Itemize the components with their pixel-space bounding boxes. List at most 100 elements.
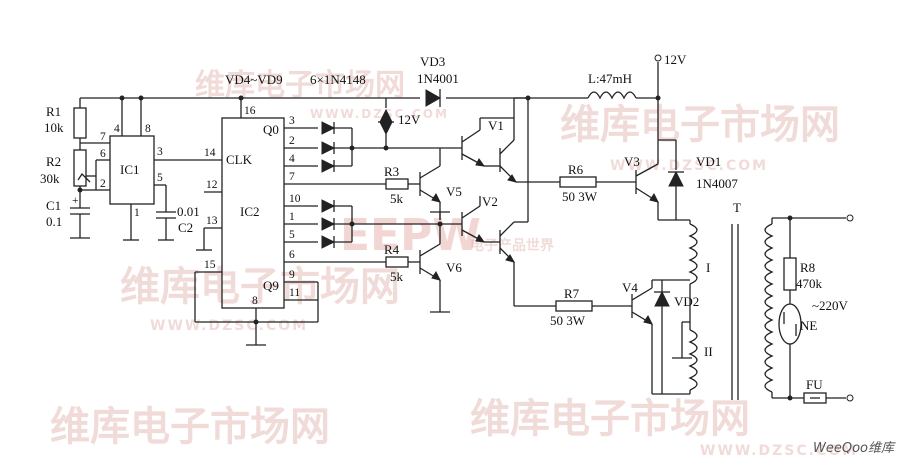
pin-label: 10 bbox=[289, 193, 301, 205]
c2-value: 0.01 bbox=[177, 204, 200, 219]
resistor-r1 bbox=[73, 107, 87, 139]
zener-diode: 12V bbox=[378, 98, 421, 142]
transistor-v1: V1 bbox=[440, 97, 560, 183]
vd3-label: VD3 bbox=[420, 54, 445, 69]
winding-1-label: I bbox=[706, 260, 710, 275]
diode-group-lower bbox=[321, 199, 462, 249]
r6-label: R6 bbox=[568, 162, 584, 177]
pin-label: 4 bbox=[289, 153, 295, 165]
pin-label: 12 bbox=[206, 179, 218, 191]
eepw-logo-subtitle: 电子产品世界 bbox=[470, 237, 555, 254]
r8-value: 470k bbox=[796, 276, 823, 291]
supply-label: 12V bbox=[664, 52, 687, 67]
vd2-label: VD2 bbox=[674, 294, 699, 309]
winding-2-label: II bbox=[704, 344, 713, 359]
watermark-brand: 维库电子市场网 bbox=[470, 396, 750, 442]
supply-rail: 12V bbox=[80, 52, 687, 101]
vd1-part: 1N4007 bbox=[696, 176, 738, 191]
transistor-v2: V2 bbox=[461, 98, 556, 307]
pin-label: 1 bbox=[289, 211, 295, 223]
transistor-v5: V5 bbox=[419, 148, 462, 220]
transformer-t: T I II bbox=[672, 200, 774, 400]
pin-label: 8 bbox=[252, 295, 258, 307]
diode-vd3: VD3 1N4001 bbox=[417, 54, 459, 107]
pin-label: 2 bbox=[100, 178, 106, 190]
v6-label: V6 bbox=[446, 260, 462, 275]
transistor-v4: V4 bbox=[622, 279, 690, 394]
pin-label: 8 bbox=[145, 123, 151, 135]
pin-label: 13 bbox=[206, 215, 218, 227]
diode-group-upper bbox=[321, 121, 440, 173]
diode-vd2: VD2 bbox=[652, 280, 699, 395]
r2-label: R2 bbox=[46, 154, 61, 169]
ic2-label: IC2 bbox=[240, 204, 260, 219]
pin-label: 1 bbox=[134, 207, 140, 219]
zener-label: 12V bbox=[398, 112, 421, 127]
clk-label: CLK bbox=[226, 152, 253, 167]
pin-label: 6 bbox=[100, 148, 106, 160]
pin-label: 16 bbox=[244, 105, 256, 117]
r4-value: 5k bbox=[390, 269, 404, 284]
resistor-r3: R3 5k bbox=[384, 164, 420, 206]
r4-label: R4 bbox=[384, 242, 400, 257]
pin-label: 5 bbox=[289, 229, 295, 241]
pin-label: 4 bbox=[114, 123, 120, 135]
pin-label: 15 bbox=[204, 259, 216, 271]
pin-label: 5 bbox=[157, 172, 163, 184]
v1-label: V1 bbox=[488, 118, 504, 133]
pin-label: 14 bbox=[204, 147, 216, 159]
r6-value: 50 3W bbox=[562, 189, 598, 204]
resistor-r7: R7 50 3W bbox=[550, 286, 632, 328]
watermark-url: WWW.DZSC.COM bbox=[610, 158, 768, 174]
transformer-label: T bbox=[733, 200, 741, 215]
pin-label: 11 bbox=[289, 287, 300, 299]
output-terminal bbox=[846, 214, 854, 222]
vd3-part: 1N4001 bbox=[417, 71, 459, 86]
inductor-l: L:47mH bbox=[587, 71, 637, 100]
pin-label: 9 bbox=[289, 269, 295, 281]
c1-label: C1 bbox=[46, 198, 61, 213]
c1-value: 0.1 bbox=[46, 214, 62, 229]
resistor-r6: R6 50 3W bbox=[559, 162, 636, 204]
diode-array-spec: 6×1N4148 bbox=[310, 72, 366, 87]
pin-label: 3 bbox=[289, 115, 295, 127]
ic2-chip: IC2 CLK Q0 Q9 16 14 12 13 15 8 3 2 4 7 1… bbox=[194, 98, 386, 346]
v5-label: V5 bbox=[446, 184, 462, 199]
output-terminal bbox=[846, 394, 854, 402]
ic1-chip: IC1 4 8 3 5 0.01 C2 1 bbox=[109, 98, 222, 241]
supply-terminal bbox=[654, 54, 662, 62]
resistor-r8 bbox=[783, 257, 797, 291]
q9-label: Q9 bbox=[263, 278, 279, 293]
v3-label: V3 bbox=[624, 154, 640, 169]
watermark-brand: 维库电子市场网 bbox=[120, 264, 400, 310]
r1-value: 10k bbox=[44, 120, 64, 135]
q0-label: Q0 bbox=[263, 122, 279, 137]
watermark-url: WWW.DZSC.COM bbox=[150, 318, 308, 334]
output-network: R8 470k NE ~220V FU bbox=[771, 214, 854, 404]
site-badge: WeeQoo维库 bbox=[813, 441, 894, 456]
v2-label: V2 bbox=[482, 194, 498, 209]
c2-label: C2 bbox=[178, 220, 193, 235]
ic1-label: IC1 bbox=[120, 162, 140, 177]
v4-label: V4 bbox=[622, 280, 638, 295]
ne-label: NE bbox=[800, 318, 817, 333]
watermark-brand: 维库电子市场网 bbox=[195, 68, 405, 103]
r1-label: R1 bbox=[46, 104, 61, 119]
vd1-label: VD1 bbox=[696, 154, 721, 169]
r7-value: 50 3W bbox=[550, 313, 586, 328]
r2-value: 30k bbox=[40, 171, 60, 186]
pin-label: 2 bbox=[289, 135, 295, 147]
pin-label: 7 bbox=[100, 131, 106, 143]
r7-label: R7 bbox=[564, 286, 580, 301]
r8-label: R8 bbox=[800, 260, 815, 275]
transistor-v3: V3 bbox=[624, 98, 659, 220]
transistor-v6: V6 bbox=[419, 221, 462, 313]
watermark-url: WWW.DZSC.COM bbox=[700, 443, 858, 459]
pin-label: 6 bbox=[289, 249, 295, 261]
inductor-label: L:47mH bbox=[588, 71, 632, 86]
diode-vd1: VD1 1N4007 bbox=[658, 139, 738, 221]
ac-label: ~220V bbox=[812, 298, 849, 313]
timing-network: R1 10k 7 R2 30k 6 2 + C1 0.1 bbox=[40, 98, 110, 239]
r3-value: 5k bbox=[390, 191, 404, 206]
